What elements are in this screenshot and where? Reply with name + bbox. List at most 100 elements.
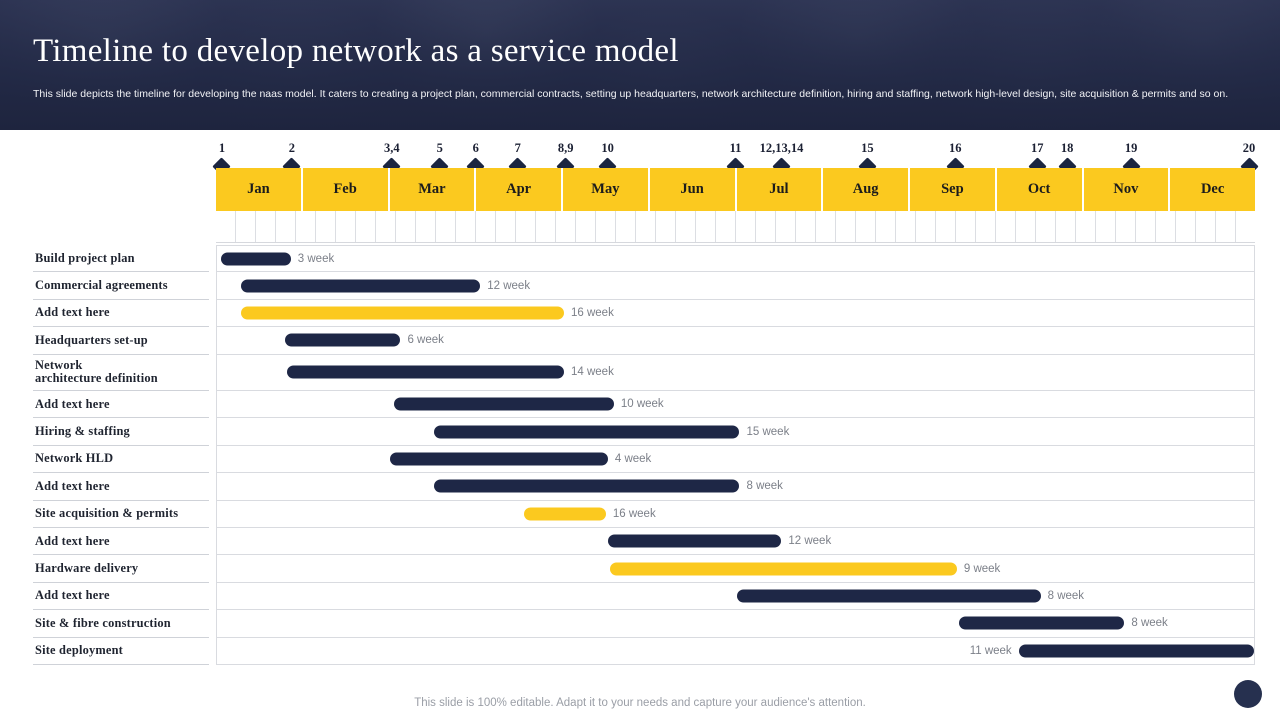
month-cell-oct: Oct (996, 168, 1084, 211)
week-grid-cell (376, 211, 396, 242)
week-grid-cell (456, 211, 476, 242)
task-label-row[interactable]: Network architecture definition (33, 355, 209, 391)
week-grid-cell (596, 211, 616, 242)
gantt-bar[interactable] (286, 365, 564, 379)
week-grid-cell (636, 211, 656, 242)
month-cell-may: May (563, 168, 650, 211)
month-cell-jan: Jan (216, 168, 303, 211)
page-title: Timeline to develop network as a service… (33, 33, 679, 69)
milestone-marker[interactable]: 19 (1096, 141, 1166, 176)
week-grid-cell (1116, 211, 1136, 242)
editable-note: This slide is 100% editable. Adapt it to… (414, 697, 866, 709)
gantt-bar[interactable] (958, 616, 1125, 630)
week-grid-cell (696, 211, 716, 242)
gantt-bar[interactable] (284, 333, 401, 347)
gantt-bar[interactable] (737, 589, 1041, 603)
gantt-bar[interactable] (609, 562, 957, 576)
week-grid-cell (816, 211, 836, 242)
week-grid-cell (736, 211, 756, 242)
header-content: Timeline to develop network as a service… (33, 0, 1248, 130)
week-grid-cell (896, 211, 916, 242)
milestone-number: 15 (861, 141, 874, 155)
task-label-row[interactable]: Headquarters set-up (33, 327, 209, 355)
gantt-bar[interactable] (434, 479, 740, 493)
milestone-number: 12,13,14 (759, 141, 804, 155)
milestone-marker[interactable]: 15 (832, 141, 902, 176)
milestone-marker[interactable]: 6 (441, 141, 511, 176)
week-grid-cell (796, 211, 816, 242)
milestone-marker[interactable]: 8,9 (531, 142, 601, 176)
gantt-bar[interactable] (240, 279, 481, 293)
milestone-marker[interactable]: 1 (187, 141, 257, 176)
gantt-bar[interactable] (390, 452, 608, 466)
task-label-row[interactable]: Site acquisition & permits (33, 501, 209, 528)
milestone-marker[interactable]: 7 (483, 142, 553, 176)
decorative-corner-dot (1234, 680, 1262, 708)
duration-label: 16 week (570, 306, 614, 319)
gantt-row: 8 week (216, 473, 1255, 501)
task-label-row[interactable]: Add text here (33, 583, 209, 611)
milestone-number: 6 (472, 141, 479, 155)
gantt-bar[interactable] (434, 425, 740, 439)
milestone-marker[interactable]: 5 (405, 142, 475, 176)
week-grid-cell (1076, 211, 1096, 242)
task-label-row[interactable]: Site & fibre construction (33, 610, 209, 638)
duration-label: 8 week (1131, 617, 1168, 630)
week-grid-cell (576, 211, 596, 242)
duration-label: 4 week (614, 452, 652, 465)
gantt-bar[interactable] (524, 507, 606, 521)
milestone-number: 18 (1060, 141, 1074, 155)
task-label-row[interactable]: Network HLD (33, 446, 209, 474)
gantt-row: 14 week (216, 354, 1255, 391)
milestone-number: 3,4 (384, 141, 400, 155)
milestone-marker[interactable]: 3,4 (357, 141, 427, 176)
duration-label: 16 week (612, 507, 656, 520)
task-label-row[interactable]: Hardware delivery (33, 555, 209, 583)
week-grid-cell (856, 211, 876, 242)
gantt-bar[interactable] (1018, 644, 1254, 658)
gantt-row: 6 week (216, 327, 1255, 355)
milestone-number: 1 (218, 141, 226, 155)
week-grid-cell (716, 211, 736, 242)
task-label-row[interactable]: Hiring & staffing (33, 418, 209, 446)
slide-header-banner: Timeline to develop network as a service… (0, 0, 1280, 130)
task-label-row[interactable]: Add text here (33, 300, 209, 328)
week-grid-cell (676, 211, 696, 242)
milestone-number: 11 (729, 141, 742, 155)
week-grid-cell (876, 211, 896, 242)
week-grid-cell (536, 211, 556, 242)
task-label-row[interactable]: Add text here (33, 391, 209, 419)
month-cell-aug: Aug (823, 168, 910, 211)
milestone-marker[interactable]: 11 (701, 141, 771, 176)
week-grid-cell (436, 211, 456, 242)
week-grid-cell (1016, 211, 1036, 242)
milestone-marker[interactable]: 10 (573, 141, 643, 176)
milestone-number: 19 (1124, 141, 1138, 155)
task-label: Hiring & staffing (35, 424, 130, 439)
task-label: Add text here (35, 533, 110, 548)
gantt-bar[interactable] (607, 534, 782, 548)
milestone-marker[interactable]: 2 (257, 142, 327, 176)
milestone-number: 10 (601, 141, 614, 155)
task-label: Network architecture definition (35, 358, 158, 386)
task-label-row[interactable]: Site deployment (33, 638, 209, 665)
milestone-marker[interactable]: 17 (1002, 142, 1072, 176)
gantt-bar[interactable] (220, 252, 291, 266)
gantt-bar[interactable] (394, 397, 614, 411)
week-grid-cell (616, 211, 636, 242)
week-grid-cell (296, 211, 316, 242)
milestone-marker[interactable]: 16 (920, 142, 990, 176)
gantt-bar[interactable] (240, 306, 564, 320)
task-label-row[interactable]: Build project plan (33, 245, 209, 273)
milestone-marker[interactable]: 20 (1214, 142, 1280, 176)
milestone-marker[interactable]: 18 (1032, 141, 1102, 176)
task-label-row[interactable]: Add text here (33, 473, 209, 501)
task-label-row[interactable]: Add text here (33, 528, 209, 556)
task-label: Add text here (35, 588, 110, 603)
task-label-row[interactable]: Commercial agreements (33, 272, 209, 300)
milestone-marker[interactable]: 12,13,14 (746, 141, 816, 176)
duration-label: 9 week (963, 562, 1001, 575)
week-grid-cell (1136, 211, 1156, 242)
week-grid-cell (1196, 211, 1216, 242)
